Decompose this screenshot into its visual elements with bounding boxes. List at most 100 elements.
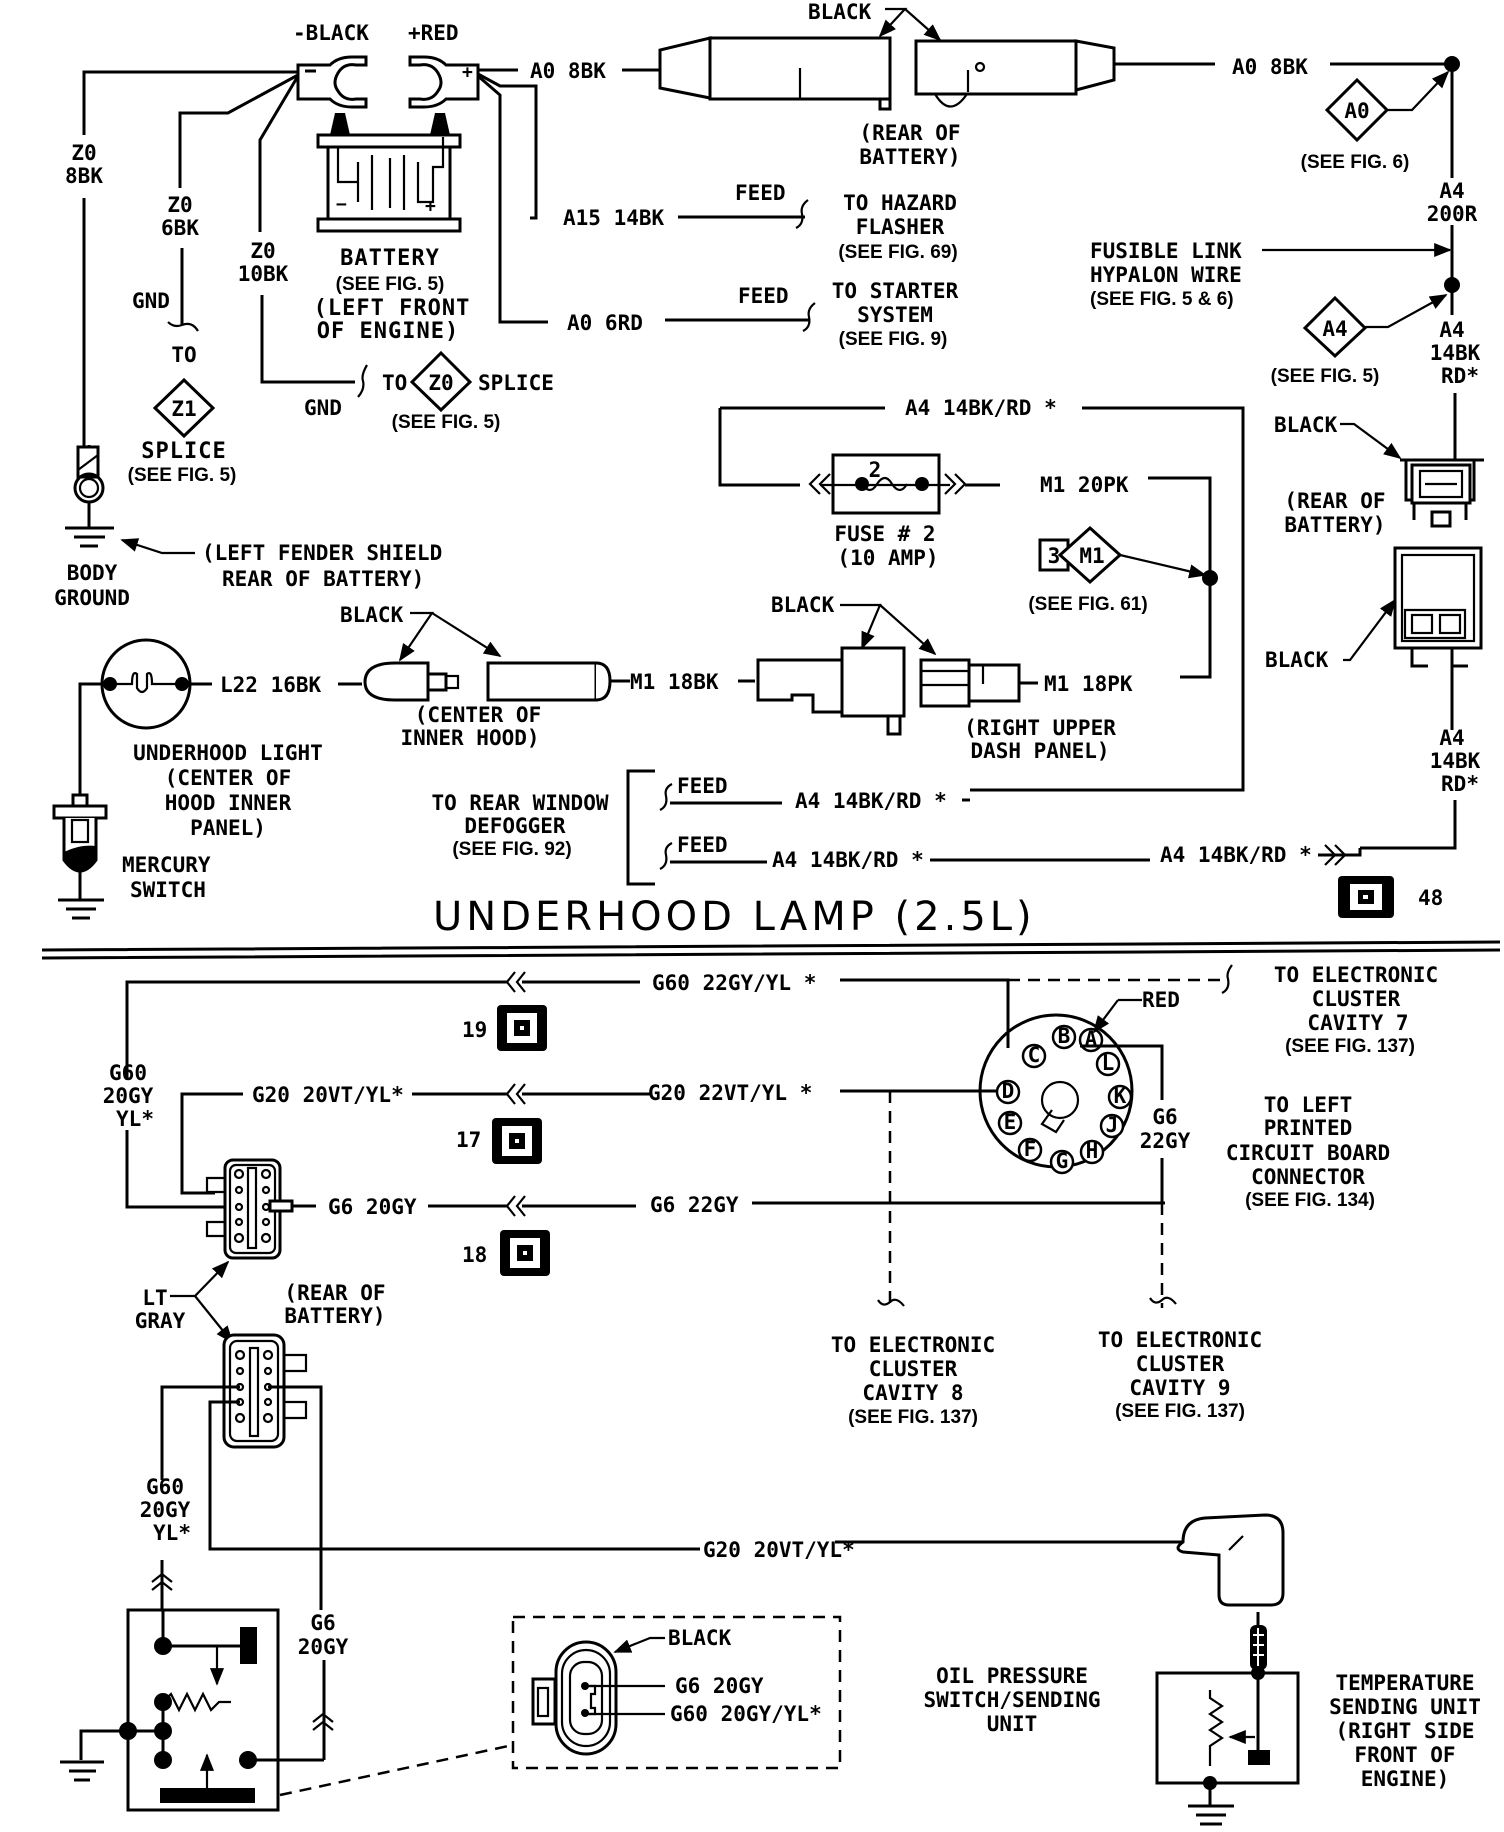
cluster-pin-label: J: [1106, 1113, 1119, 1137]
g6-22gy-v-label-a: G6: [1152, 1105, 1177, 1129]
connector-18-label: 18: [462, 1243, 487, 1267]
inline-connector-top-icon: [658, 36, 1116, 111]
lamp-label-d: PANEL): [190, 816, 266, 840]
section-title: UNDERHOOD LAMP (2.5L): [433, 894, 1036, 940]
cavity8-ref: (SEE FIG. 137): [848, 1407, 978, 1428]
pcb-label-c: CIRCUIT BOARD: [1226, 1141, 1390, 1165]
m1-18bk-label: M1 18BK: [630, 670, 719, 694]
black-top-label: BLACK: [808, 0, 872, 24]
g20-22vtyl-label: G20 22VT/YL *: [648, 1081, 812, 1105]
g60-20gy-low-label-b: 20GY: [140, 1498, 191, 1522]
rear-battery-2a: (REAR OF: [1284, 489, 1385, 513]
lamp-label-a: UNDERHOOD LIGHT: [133, 741, 323, 765]
g6-22gy-v-label-b: 22GY: [1140, 1129, 1191, 1153]
feed-hazard: FEED: [735, 181, 786, 205]
temp-label-d: FRONT OF: [1354, 1743, 1455, 1767]
starter-label-a: TO STARTER: [832, 279, 959, 303]
pos-terminal-icon: +: [408, 55, 480, 109]
temp-label-b: SENDING UNIT: [1329, 1695, 1481, 1719]
battery-label: BATTERY: [340, 246, 440, 271]
cavity8-label-a: TO ELECTRONIC: [831, 1333, 995, 1357]
center-hood-b: INNER HOOD): [400, 726, 539, 750]
svg-text:+: +: [425, 196, 436, 217]
m1-20pk-label: M1 20PK: [1040, 473, 1129, 497]
z0-6bk-label-b: 6BK: [161, 216, 199, 240]
gnd-label-2: GND: [304, 396, 342, 420]
a4-14bk-label-c: RD*: [1441, 364, 1479, 388]
connector-19-label: 19: [462, 1018, 487, 1042]
to-label-1: TO: [171, 343, 196, 367]
cluster-pin-label: C: [1028, 1043, 1041, 1067]
feed-defog-2: FEED: [677, 833, 728, 857]
hazard-ref: (SEE FIG. 69): [838, 242, 957, 263]
fuse-icon: 2: [808, 453, 967, 515]
z0-6bk-label-a: Z0: [167, 193, 192, 217]
cluster-pin-j: [1099, 1113, 1125, 1139]
cavity7-label-b: CLUSTER: [1312, 987, 1401, 1011]
cavity7-ref: (SEE FIG. 137): [1285, 1036, 1415, 1057]
cavity9-label-b: CLUSTER: [1136, 1352, 1225, 1376]
g20-20vtyl-label: G20 20VT/YL*: [252, 1083, 404, 1107]
neg-terminal-label: -BLACK: [293, 21, 369, 45]
oil-label-a: OIL PRESSURE: [936, 1664, 1088, 1688]
top-section: -BLACK +RED + − + BATTERY (SEE FIG. 5) (…: [52, 0, 1484, 940]
pcb-ref: (SEE FIG. 134): [1245, 1190, 1375, 1211]
wire-a4-14bk: [1450, 285, 1457, 460]
fuse-label: FUSE # 2: [834, 522, 935, 546]
splice-m1-ref: (SEE FIG. 61): [1028, 594, 1147, 615]
wire-z0-10bk: [258, 75, 355, 384]
ground-icon-body: [65, 526, 114, 548]
cavity9-label-a: TO ELECTRONIC: [1098, 1328, 1262, 1352]
black-dash-label: BLACK: [771, 593, 835, 617]
feed-defog-1: FEED: [677, 774, 728, 798]
connector-48-icon: [1338, 876, 1394, 918]
a4-14bkrd-top-label: A4 14BK/RD *: [905, 396, 1057, 420]
z0-8bk-label-a: Z0: [71, 141, 96, 165]
fuse-rating: (10 AMP): [837, 546, 938, 570]
connector-17-icon: [492, 1118, 542, 1164]
temp-sender-connector-icon: [1176, 1513, 1285, 1607]
oil-g60-label: G60 20GY/YL*: [670, 1702, 822, 1726]
red-label: RED: [1142, 988, 1180, 1012]
rear-battery-label-b: BATTERY): [284, 1304, 385, 1328]
wire-g20-20vtyl: [180, 1089, 1000, 1195]
cluster-pin-f: [1017, 1137, 1043, 1163]
g60-20gy-low-label-c: YL*: [153, 1521, 191, 1545]
wire-a4-14bkrd-top: [970, 406, 1245, 792]
defog-label-a: TO REAR WINDOW: [431, 791, 608, 815]
a4-14bk-label-b: 14BK: [1430, 341, 1481, 365]
a4-14bk-label-a: A4: [1439, 318, 1464, 342]
l22-16bk-label: L22 16BK: [220, 673, 322, 697]
pcb-label-b: PRINTED: [1264, 1116, 1353, 1140]
g6-20gy-low-label-b: 20GY: [298, 1635, 349, 1659]
multipin-connector-upper-icon: [205, 1158, 294, 1260]
cavity9-label-c: CAVITY 9: [1129, 1376, 1230, 1400]
a4-14bkrd-right-label: A4 14BK/RD *: [1160, 843, 1312, 867]
cluster-pin-g: [1049, 1149, 1075, 1175]
g60-22gyyl-label: G60 22GY/YL *: [652, 971, 816, 995]
cluster-pin-label: K: [1114, 1084, 1127, 1108]
splice-a0-icon: A0: [1324, 77, 1390, 143]
z0-8bk-label-b: 8BK: [65, 164, 103, 188]
battery-ref: (SEE FIG. 5): [336, 274, 445, 295]
cluster-pin-c: [1021, 1043, 1047, 1069]
a4-200r-label-a: A4: [1439, 179, 1464, 203]
cavity9-ref: (SEE FIG. 137): [1115, 1401, 1245, 1422]
fusible-link-label-b: HYPALON WIRE: [1090, 263, 1242, 287]
pcb-label-a: TO LEFT: [1264, 1093, 1353, 1117]
connector-rear-battery-right-icon: [1400, 458, 1484, 528]
fender-label-a: (LEFT FENDER SHIELD: [202, 541, 442, 565]
oil-label-c: UNIT: [987, 1712, 1038, 1736]
wire-z0-6bk: [178, 73, 299, 325]
wire-a4-14bkrd-feed1: [670, 798, 970, 805]
g60-20gy-label-b: 20GY: [103, 1084, 154, 1108]
starter-ref: (SEE FIG. 9): [839, 329, 948, 350]
battery-icon: − +: [316, 113, 462, 233]
a0-8bk-left-label: A0 8BK: [530, 59, 606, 83]
cluster-pin-label: B: [1058, 1024, 1071, 1048]
a4-14bk-lower-label-c: RD*: [1441, 772, 1479, 796]
cluster-pin-b: [1051, 1024, 1077, 1050]
a4-14bkrd-feed1-label: A4 14BK/RD *: [795, 789, 947, 813]
